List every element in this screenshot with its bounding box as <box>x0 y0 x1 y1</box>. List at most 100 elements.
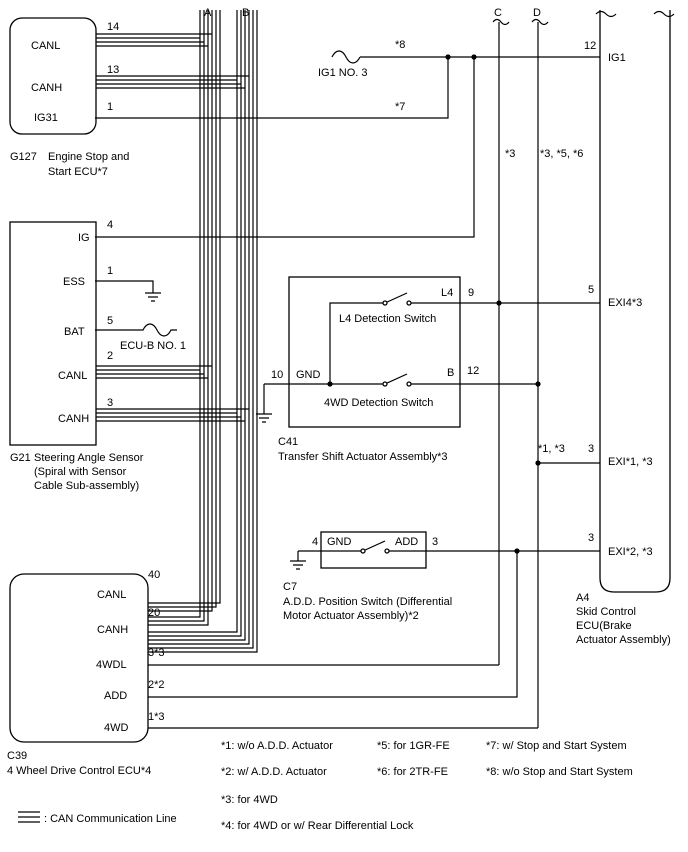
g127-name-line1: Engine Stop and <box>48 151 129 163</box>
g21-code: G21 <box>10 452 31 464</box>
g21-pin-ess: 1 <box>107 265 113 277</box>
fuse-ecub-label: ECU-B NO. 1 <box>120 340 186 352</box>
g21-canh-label: CANH <box>58 413 89 425</box>
a4-exi2-label: EXI*2, *3 <box>608 546 653 558</box>
c7-switch-icon <box>362 540 386 552</box>
g21-pin-canh: 3 <box>107 397 113 409</box>
legend-note-4: *4: for 4WD or w/ Rear Differential Lock <box>221 820 414 832</box>
ground-icon <box>145 292 161 302</box>
legend-note-6: *6: for 2TR-FE <box>377 766 448 778</box>
c39-ecu-box <box>9 573 149 743</box>
legend-can-line: : CAN Communication Line <box>44 813 177 825</box>
g21-ig-label: IG <box>78 232 90 244</box>
g21-bat-wire <box>95 323 177 337</box>
bus-label-a: A <box>204 7 212 19</box>
bus-label-d: D <box>533 7 541 19</box>
g127-pin-ig31: 1 <box>107 101 113 113</box>
can-bus-a <box>148 10 221 626</box>
g127-ig31-label: IG31 <box>34 112 58 124</box>
c41-switch2-label: 4WD Detection Switch <box>324 397 433 409</box>
ig1-note: *8 <box>395 39 405 51</box>
c7-pin-add: 3 <box>432 536 438 548</box>
wire-d-note: *3, *5, *6 <box>540 148 583 160</box>
ig31-note: *7 <box>395 101 405 113</box>
g21-pin-canl: 2 <box>107 350 113 362</box>
g21-ess-label: ESS <box>63 276 85 288</box>
a4-exi4-label: EXI4*3 <box>608 297 642 309</box>
a4-pin-ig1: 12 <box>584 40 596 52</box>
c39-4wd-label: 4WD <box>104 722 129 734</box>
g21-name-line3: Cable Sub-assembly) <box>34 480 139 492</box>
c39-pin-canl: 40 <box>148 569 160 581</box>
wire-c-note: *3 <box>505 148 515 160</box>
c39-pin-4wdl: 3*3 <box>148 647 165 659</box>
c41-pin-l4: 9 <box>468 287 474 299</box>
can-line-legend-icon <box>18 811 40 823</box>
legend-note-7: *7: w/ Stop and Start System <box>486 740 627 752</box>
legend-note-5: *5: for 1GR-FE <box>377 740 450 752</box>
junction-gnd-c41 <box>327 381 333 387</box>
c7-switch-contact-b <box>384 548 390 554</box>
g127-code: G127 <box>10 151 37 163</box>
a4-name-line2: ECU(Brake <box>576 620 632 632</box>
a4-name-line3: Actuator Assembly) <box>576 634 671 646</box>
g21-sensor-box <box>9 221 97 446</box>
g127-pin-canh: 13 <box>107 64 119 76</box>
c39-pin-canh: 20 <box>148 607 160 619</box>
c39-add-wire <box>148 551 518 698</box>
g21-ess-wire <box>95 280 154 293</box>
l4-switch-circuit <box>329 302 600 384</box>
c39-name: 4 Wheel Drive Control ECU*4 <box>7 765 151 777</box>
g21-name-line2: (Spiral with Sensor <box>34 466 127 478</box>
c41-actuator-box <box>288 276 461 428</box>
g21-pin-ig: 4 <box>107 219 113 231</box>
a4-name-line1: Skid Control <box>576 606 636 618</box>
wire-c-break <box>492 18 510 26</box>
legend-note-8: *8: w/o Stop and Start System <box>486 766 633 778</box>
l4-switch-contact-a <box>382 300 388 306</box>
g21-pin-bat: 5 <box>107 315 113 327</box>
a4-pin-exi4: 5 <box>588 284 594 296</box>
legend-note-2: *2: w/ A.D.D. Actuator <box>221 766 327 778</box>
junction-exi1 <box>535 460 541 466</box>
g21-canl-label: CANL <box>58 370 87 382</box>
junction-ig1-a <box>445 54 451 60</box>
c7-switch-box <box>320 531 427 569</box>
l4-switch-icon <box>384 292 408 304</box>
g127-canh-label: CANH <box>31 82 62 94</box>
legend-note-1: *1: w/o A.D.D. Actuator <box>221 740 333 752</box>
c7-gnd-label: GND <box>327 536 352 548</box>
junction-exi4 <box>496 300 502 306</box>
wd-switch-contact-b <box>406 381 412 387</box>
c39-canh-label: CANH <box>97 624 128 636</box>
c7-pin-gnd: 4 <box>312 536 318 548</box>
c41-name: Transfer Shift Actuator Assembly*3 <box>278 451 448 463</box>
a4-code: A4 <box>576 592 589 604</box>
c7-switch-contact-a <box>360 548 366 554</box>
g21-name-line1: Steering Angle Sensor <box>34 452 144 464</box>
g127-name-line2: Start ECU*7 <box>48 166 108 178</box>
legend-note-3: *3: for 4WD <box>221 794 278 806</box>
c41-b-label: B <box>447 367 454 379</box>
g21-can-wires <box>95 365 249 422</box>
c41-ground-icon <box>256 413 272 423</box>
fuse-ig1-symbol <box>331 50 361 64</box>
a4-ecu-box <box>599 10 671 593</box>
bus-label-b: B <box>242 7 249 19</box>
bus-label-c: C <box>494 7 502 19</box>
wd-switch-contact-a <box>382 381 388 387</box>
g127-ecu-box <box>9 17 97 135</box>
wire-d-break <box>531 18 549 26</box>
c7-code: C7 <box>283 581 297 593</box>
c41-pin-gnd: 10 <box>271 369 283 381</box>
c41-gnd-label: GND <box>296 369 321 381</box>
c41-l4-label: L4 <box>441 287 453 299</box>
c7-ground-icon <box>290 560 306 570</box>
c7-name-line2: Motor Actuator Assembly)*2 <box>283 610 419 622</box>
g127-pin-canl: 14 <box>107 21 119 33</box>
c39-pin-add: 2*2 <box>148 679 165 691</box>
a4-break-mark <box>595 10 675 18</box>
junction-4wd <box>535 381 541 387</box>
c41-switch1-label: L4 Detection Switch <box>339 313 436 325</box>
